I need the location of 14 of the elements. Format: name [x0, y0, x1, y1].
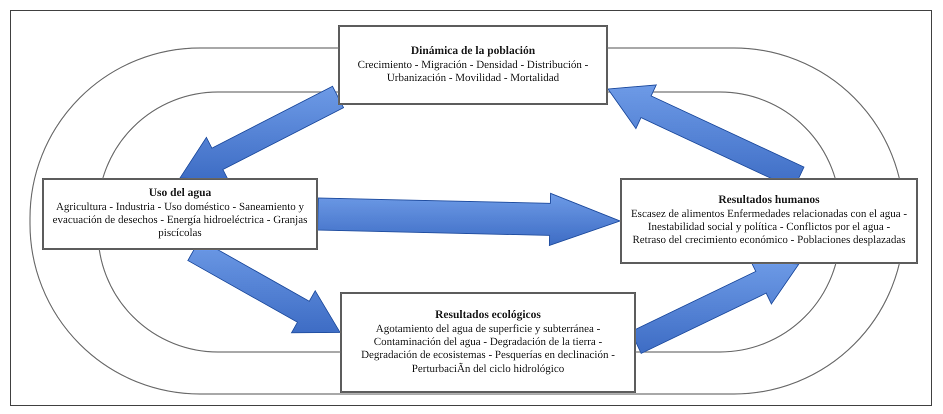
- box-body: Agotamiento del agua de superficie y subterránea - Contaminación del agua - Degradación de la tierra - Degradación de ecosistemas - Pesquerías en declinación - PerturbaciÃn del ciclo hidrológico: [360, 323, 616, 376]
- text-box: [42, 178, 318, 250]
- text-box: [338, 25, 608, 105]
- box-body: Crecimiento - Migración - Densidad - Distribución - Urbanización - Movilidad - Mortalidad: [356, 58, 590, 86]
- box-body: Escasez de alimentos Enfermedades relacionadas con el agua - Inestabilidad social y política - Conflictos por el agua - Retraso del crecimiento económico - Poblaciones desplazadas: [630, 208, 908, 248]
- text-box: [620, 178, 918, 264]
- box-heading: Dinámica de la población: [410, 44, 536, 59]
- block-arrow: [317, 192, 622, 246]
- box-heading: Uso del agua: [148, 187, 212, 202]
- box-body: Agricultura - Industria - Uso doméstico - Saneamiento y evacuación de desechos - Energía hidroeléctrica - Granjas piscícolas: [52, 201, 308, 241]
- block-arrow: [179, 86, 344, 181]
- text-box: [340, 292, 636, 393]
- box-heading: Resultados ecológicos: [435, 309, 541, 324]
- box-heading: Resultados humanos: [718, 194, 820, 208]
